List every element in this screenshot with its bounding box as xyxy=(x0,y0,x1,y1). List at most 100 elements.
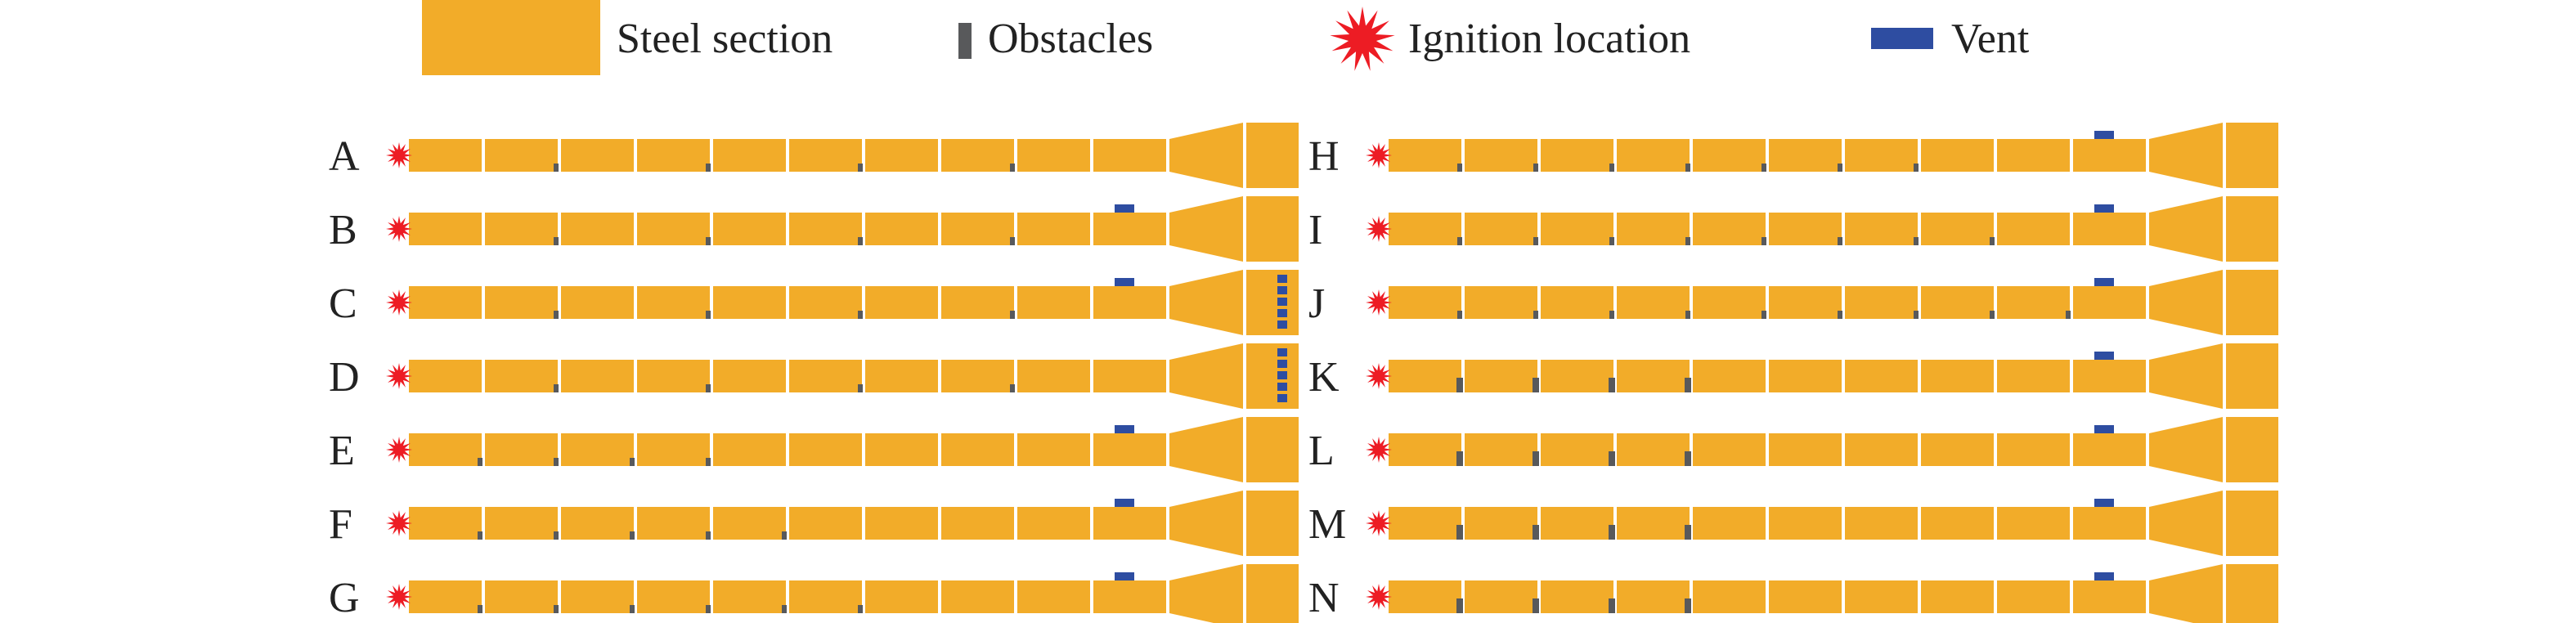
ignition-star-icon xyxy=(386,510,412,536)
steel-section xyxy=(485,286,558,319)
steel-section xyxy=(1465,433,1537,466)
obstacle xyxy=(2066,311,2071,319)
legend-ignition-location-label: Ignition location xyxy=(1408,16,1690,62)
end-chamber xyxy=(2226,196,2278,262)
steel-section xyxy=(1845,360,1918,392)
steel-section xyxy=(1769,286,1842,319)
steel-section xyxy=(2073,213,2146,245)
steel-section xyxy=(1465,507,1537,540)
steel-section xyxy=(637,360,710,392)
steel-section xyxy=(1693,507,1766,540)
steel-section xyxy=(941,507,1014,540)
side-vent xyxy=(1115,499,1134,507)
steel-section xyxy=(865,213,938,245)
steel-section xyxy=(789,433,862,466)
obstacle xyxy=(858,311,863,319)
steel-section xyxy=(637,213,710,245)
side-vent xyxy=(2094,499,2114,507)
taper-section xyxy=(2149,417,2223,482)
steel-section xyxy=(1769,360,1842,392)
steel-section xyxy=(1465,286,1537,319)
side-vent xyxy=(2094,425,2114,433)
steel-section xyxy=(865,433,938,466)
steel-section xyxy=(409,360,482,392)
steel-section xyxy=(2073,360,2146,392)
end-vent xyxy=(1277,394,1287,402)
duct-configuration-j: J xyxy=(1308,270,2278,335)
steel-section xyxy=(713,580,786,613)
steel-section xyxy=(1997,507,2070,540)
obstacle xyxy=(554,531,559,540)
ignition-star-icon xyxy=(386,437,412,463)
ignition-star-icon xyxy=(1366,216,1392,242)
steel-section xyxy=(1997,213,2070,245)
duct-configuration-l: L xyxy=(1308,417,2278,482)
steel-section xyxy=(1921,286,1994,319)
taper-section xyxy=(1169,270,1243,335)
steel-section xyxy=(485,139,558,172)
steel-section xyxy=(941,286,1014,319)
ignition-star-icon xyxy=(1366,363,1392,389)
obstacle xyxy=(1533,451,1539,466)
steel-section xyxy=(2073,580,2146,613)
steel-section xyxy=(941,580,1014,613)
obstacle xyxy=(706,531,711,540)
obstacle xyxy=(554,311,559,319)
taper-section xyxy=(1169,491,1243,556)
steel-section xyxy=(485,213,558,245)
side-vent xyxy=(1115,204,1134,213)
obstacle xyxy=(782,531,787,540)
steel-section xyxy=(941,433,1014,466)
obstacle xyxy=(1456,451,1463,466)
steel-section xyxy=(1541,213,1613,245)
taper-section xyxy=(1169,196,1243,262)
obstacle xyxy=(1685,164,1690,172)
end-chamber xyxy=(1246,343,1299,409)
legend: Steel section Obstacles Ignition locatio… xyxy=(422,0,2030,75)
taper-section xyxy=(1169,343,1243,409)
obstacle xyxy=(1533,598,1539,613)
ignition-star-icon xyxy=(1366,142,1392,168)
side-vent xyxy=(2094,352,2114,360)
obstacle xyxy=(1838,311,1842,319)
steel-section xyxy=(1845,433,1918,466)
end-chamber xyxy=(2226,417,2278,482)
steel-section xyxy=(713,360,786,392)
ignition-star-icon xyxy=(1366,437,1392,463)
steel-section xyxy=(1921,580,1994,613)
steel-section xyxy=(789,213,862,245)
steel-section xyxy=(1769,507,1842,540)
ignition-star-icon xyxy=(386,289,412,316)
configuration-label: F xyxy=(329,501,352,548)
taper-section xyxy=(1169,123,1243,188)
duct-configuration-k: K xyxy=(1308,343,2278,409)
steel-section xyxy=(485,433,558,466)
steel-section xyxy=(1017,139,1090,172)
steel-section xyxy=(1617,213,1690,245)
ignition-star-icon xyxy=(1366,584,1392,610)
obstacle xyxy=(1010,384,1015,392)
obstacle xyxy=(1457,311,1462,319)
steel-section xyxy=(941,360,1014,392)
taper-section xyxy=(2149,123,2223,188)
obstacle xyxy=(630,531,635,540)
end-vent xyxy=(1277,298,1287,306)
side-vent xyxy=(1115,278,1134,286)
steel-section xyxy=(1921,139,1994,172)
obstacle xyxy=(1761,311,1766,319)
steel-section xyxy=(941,139,1014,172)
steel-section xyxy=(713,139,786,172)
steel-section xyxy=(713,507,786,540)
steel-section xyxy=(1617,286,1690,319)
duct-configuration-m: M xyxy=(1308,491,2278,556)
steel-section xyxy=(1389,360,1461,392)
obstacle xyxy=(1456,525,1463,540)
steel-section xyxy=(1017,286,1090,319)
steel-section xyxy=(789,139,862,172)
obstacle xyxy=(1685,598,1691,613)
steel-section xyxy=(2073,286,2146,319)
duct-configuration-i: I xyxy=(1308,196,2278,262)
configuration-label: N xyxy=(1308,575,1340,621)
steel-section xyxy=(1093,580,1166,613)
obstacle xyxy=(1685,378,1691,392)
